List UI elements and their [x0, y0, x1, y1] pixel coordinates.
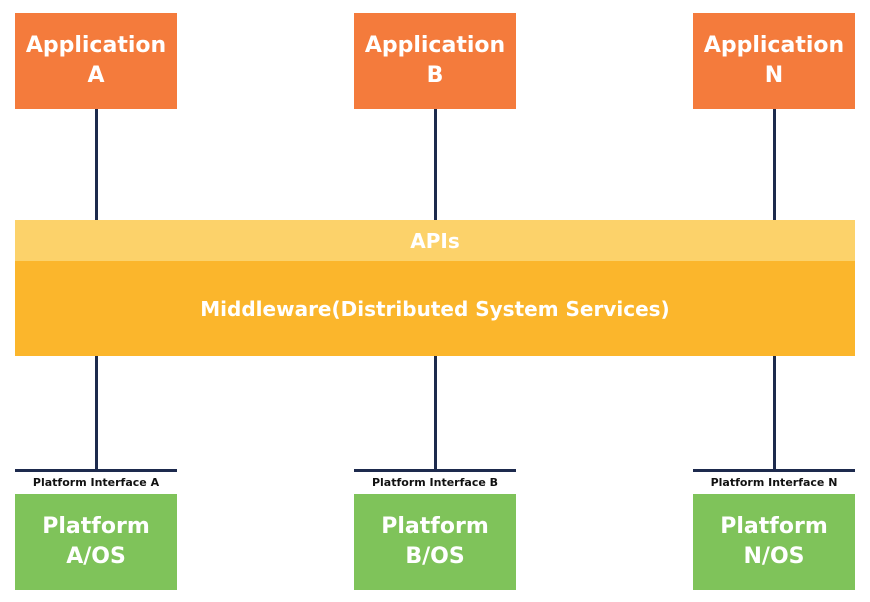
platform-interface-n: Platform Interface N: [693, 469, 855, 491]
connector-line: [434, 109, 437, 220]
apis-layer: APIs: [15, 220, 855, 261]
platform-a-box: Platform A/OS: [15, 494, 177, 590]
apis-label: APIs: [410, 228, 460, 253]
connector-line: [95, 356, 98, 469]
platform-n-box: Platform N/OS: [693, 494, 855, 590]
platform-b-box: Platform B/OS: [354, 494, 516, 590]
middleware-layer: Middleware(Distributed System Services): [15, 261, 855, 356]
platform-interface-a: Platform Interface A: [15, 469, 177, 491]
platform-interface-b: Platform Interface B: [354, 469, 516, 491]
middleware-label: Middleware(Distributed System Services): [200, 296, 670, 321]
connector-line: [773, 356, 776, 469]
application-b-box: Application B: [354, 13, 516, 109]
application-a-box: Application A: [15, 13, 177, 109]
connector-line: [95, 109, 98, 220]
connector-line: [434, 356, 437, 469]
connector-line: [773, 109, 776, 220]
application-n-box: Application N: [693, 13, 855, 109]
